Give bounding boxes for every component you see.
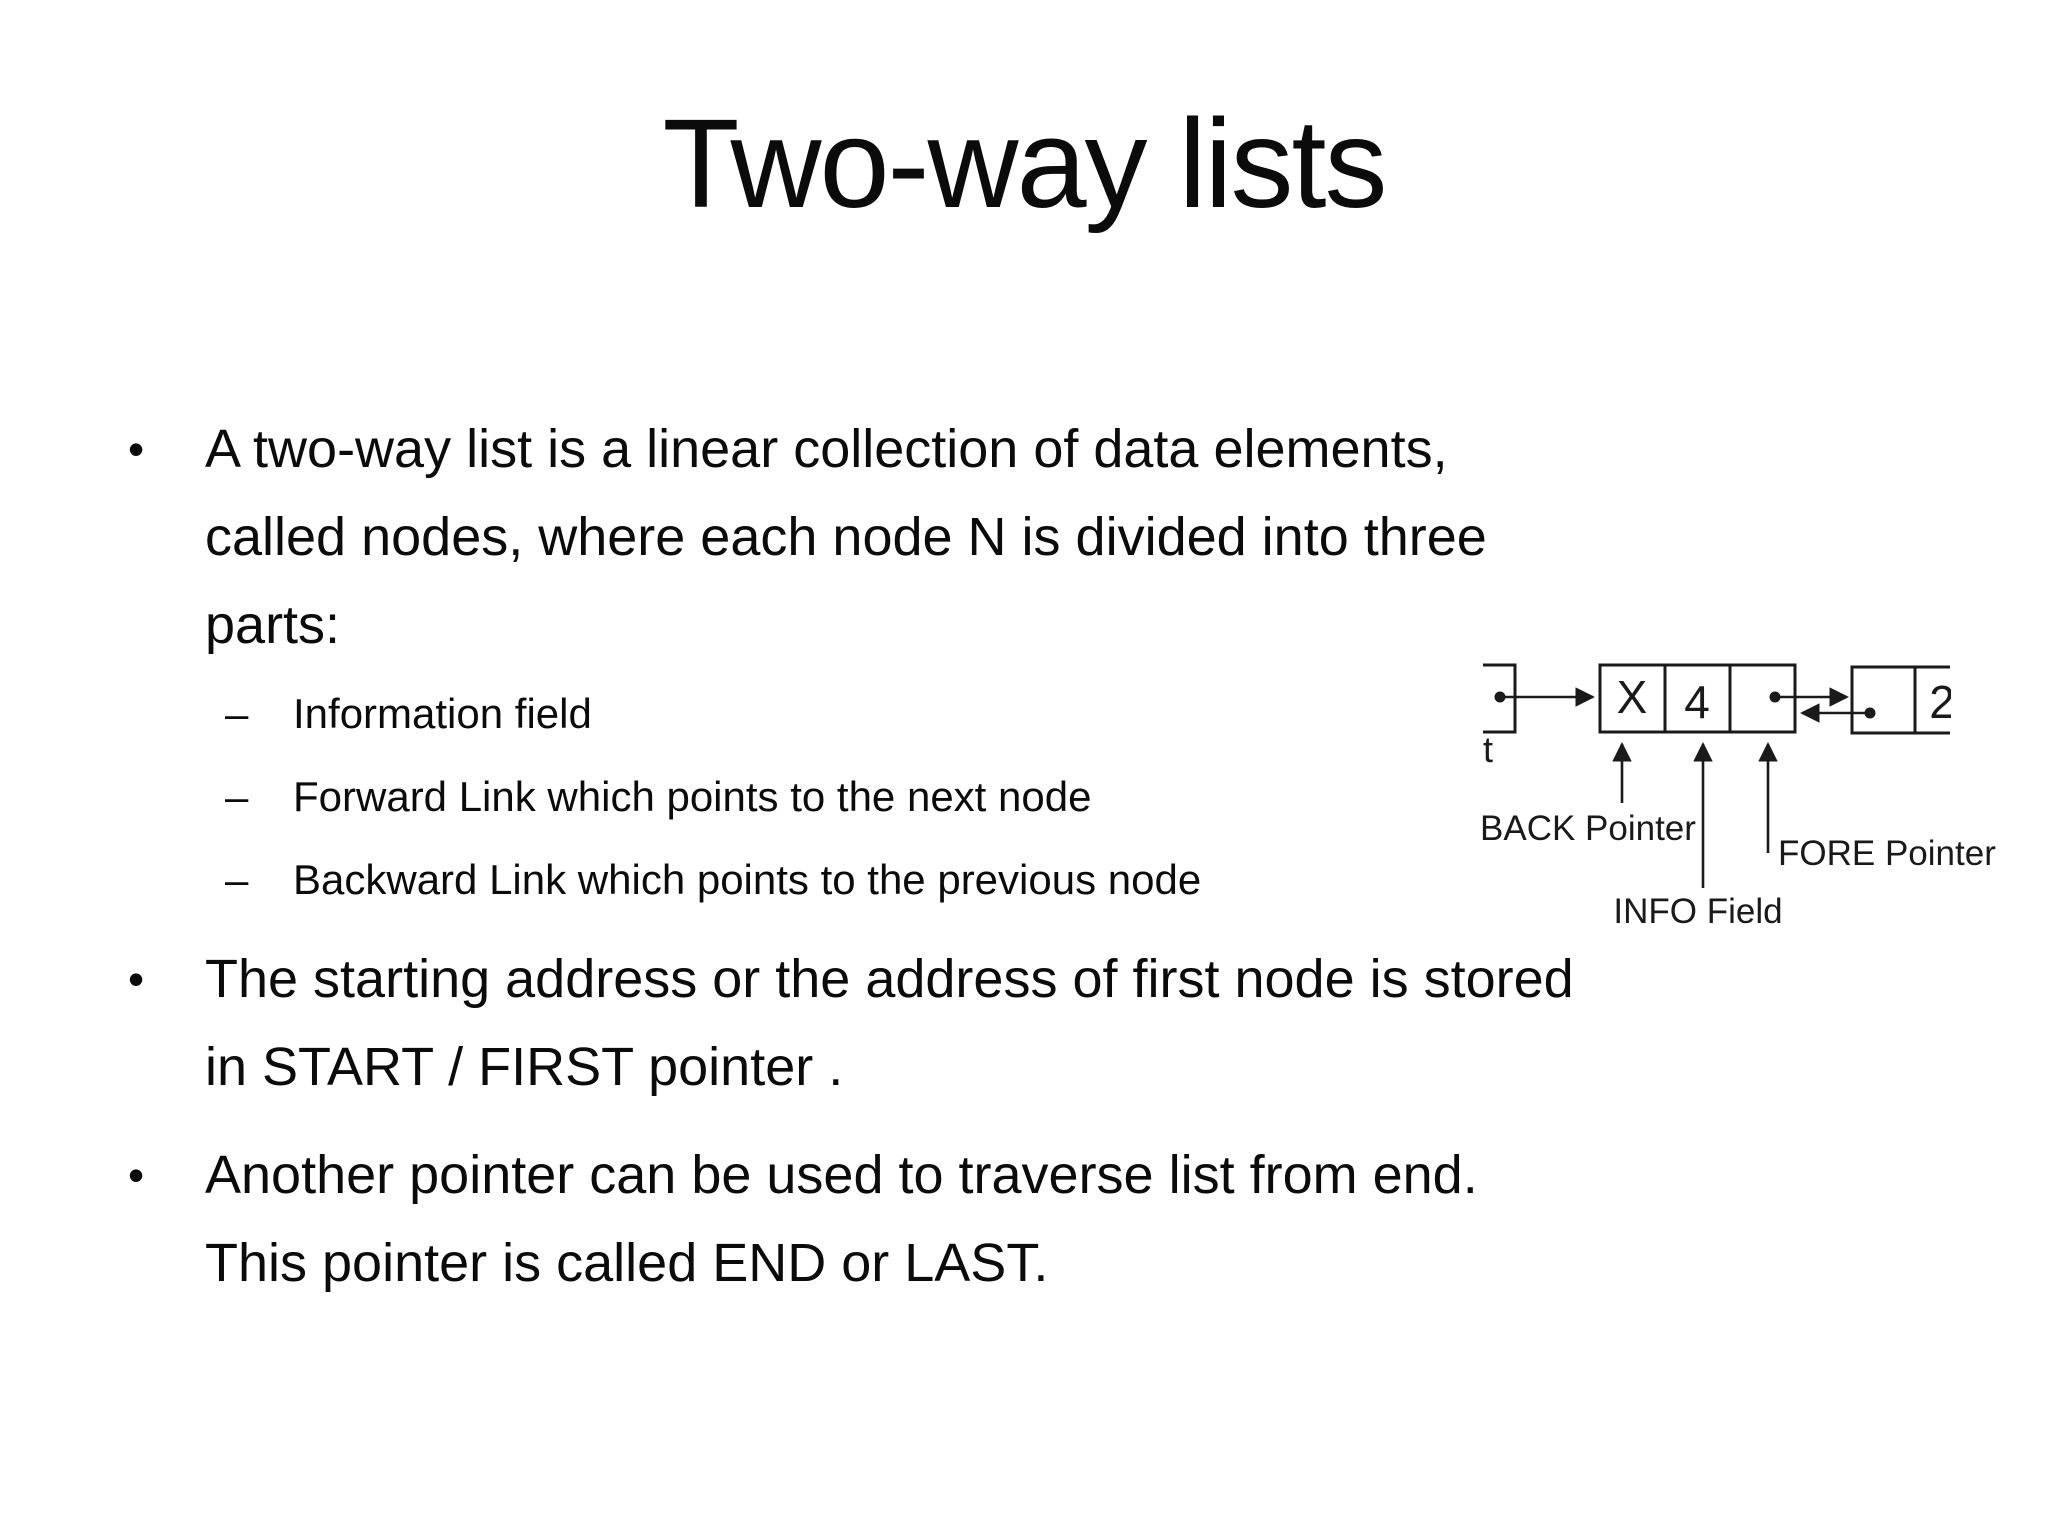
bullet-item-2: • The starting address or the address of… bbox=[128, 935, 1574, 1111]
bullet-line: This pointer is called END or LAST. bbox=[205, 1233, 1049, 1293]
node2-info-value: 2 bbox=[1929, 676, 1955, 728]
dash-marker: – bbox=[225, 690, 249, 737]
two-way-list-diagram: t X 4 2 BACK Pointer FORE Pointer INFO F… bbox=[1480, 640, 2048, 931]
clip-mask bbox=[1951, 640, 2048, 760]
bullet-line: A two-way list is a linear collection of… bbox=[205, 419, 1448, 479]
bullet-item-3: • Another pointer can be used to travers… bbox=[128, 1131, 1478, 1307]
bullet-line: in START / FIRST pointer . bbox=[205, 1037, 844, 1097]
bullet-text: Another pointer can be used to traverse … bbox=[205, 1131, 1478, 1307]
node2-box bbox=[1850, 665, 1950, 735]
bullet-marker: • bbox=[128, 953, 145, 1005]
bullet-marker: • bbox=[128, 423, 145, 475]
bullet-text: The starting address or the address of f… bbox=[205, 935, 1574, 1111]
info-field-label: INFO Field bbox=[1613, 892, 1782, 931]
bullet-item-1: • A two-way list is a linear collection … bbox=[128, 405, 1487, 669]
sub-bullet-label: Forward Link which points to the next no… bbox=[293, 773, 1092, 820]
fore-pointer-label: FORE Pointer bbox=[1778, 834, 1996, 873]
sub-bullet-label: Backward Link which points to the previo… bbox=[293, 856, 1202, 903]
sub-bullet-item-1: – Information field bbox=[225, 672, 592, 755]
dash-marker: – bbox=[225, 773, 249, 820]
bullet-line: called nodes, where each node N is divid… bbox=[205, 507, 1487, 567]
back-pointer-label: BACK Pointer bbox=[1480, 809, 1696, 848]
node1-back-value: X bbox=[1617, 671, 1648, 723]
bullet-line: Another pointer can be used to traverse … bbox=[205, 1145, 1478, 1205]
node1-info-value: 4 bbox=[1684, 676, 1710, 728]
bullet-text: A two-way list is a linear collection of… bbox=[205, 405, 1487, 669]
sub-bullet-item-2: – Forward Link which points to the next … bbox=[225, 755, 1091, 838]
dash-marker: – bbox=[225, 856, 249, 903]
bullet-line: The starting address or the address of f… bbox=[205, 949, 1574, 1009]
slide-title: Two-way lists bbox=[662, 93, 1387, 234]
node1-box bbox=[1598, 663, 1797, 734]
bullet-marker: • bbox=[128, 1149, 145, 1201]
t-pointer-label: t bbox=[1483, 729, 1493, 770]
bullet-line: parts: bbox=[205, 595, 341, 655]
sub-bullet-item-3: – Backward Link which points to the prev… bbox=[225, 838, 1201, 921]
sub-bullet-label: Information field bbox=[293, 690, 592, 737]
t-pointer-box bbox=[1483, 663, 1517, 734]
